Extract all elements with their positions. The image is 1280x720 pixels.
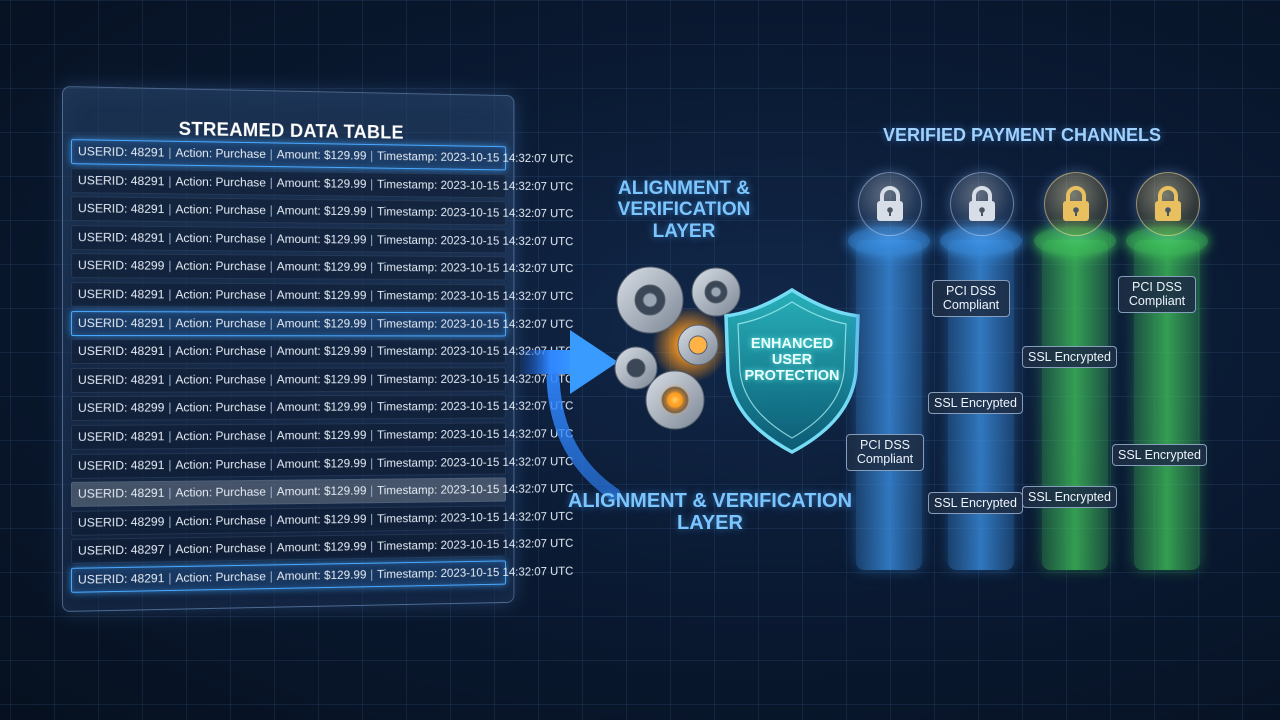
channel-badge: SSL Encrypted (1022, 346, 1117, 369)
padlock-icon (950, 172, 1014, 236)
channel-pillar (856, 240, 922, 570)
alignment-layer-label-bottom: ALIGNMENT & VERIFICATION LAYER (567, 490, 853, 535)
padlock-icon (1044, 172, 1108, 236)
channel-badge: SSL Encrypted (1112, 444, 1207, 467)
channel-badge: SSL Encrypted (928, 392, 1023, 415)
shield-icon (724, 287, 860, 454)
channel-badge: PCI DSS Compliant (846, 434, 924, 471)
straight-arrow-icon (520, 330, 618, 394)
alignment-layer-label-top: ALIGNMENT & VERIFICATION LAYER (617, 178, 751, 242)
padlock-icon (858, 172, 922, 236)
channel-pillar (1042, 240, 1108, 570)
channel-badge: SSL Encrypted (928, 492, 1023, 515)
curved-arrow-icon (546, 371, 621, 501)
channel-badge: SSL Encrypted (1022, 486, 1117, 509)
shield-label: ENHANCED USER PROTECTION (744, 336, 840, 385)
gears-icon (614, 266, 741, 430)
channels-title: VERIFIED PAYMENT CHANNELS (882, 125, 1162, 145)
channel-badge: PCI DSS Compliant (932, 280, 1010, 317)
padlock-icon (1136, 172, 1200, 236)
channel-badge: PCI DSS Compliant (1118, 276, 1196, 313)
